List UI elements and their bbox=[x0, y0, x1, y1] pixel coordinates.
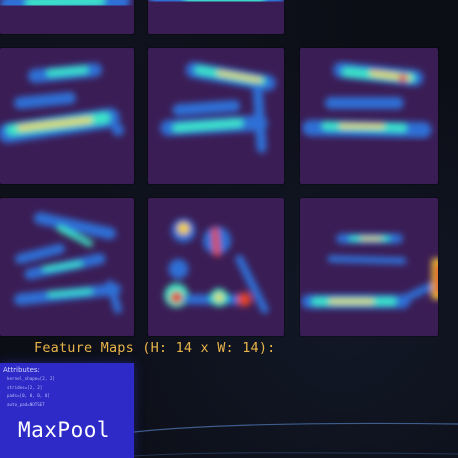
heatmap-svg bbox=[148, 198, 284, 336]
activation-blob bbox=[14, 92, 76, 109]
activation-blob bbox=[398, 74, 407, 82]
feature-map-r2c1[interactable] bbox=[148, 198, 284, 336]
activation-blob bbox=[170, 291, 183, 304]
activation-blob bbox=[177, 222, 190, 235]
activation-blob bbox=[112, 124, 124, 136]
activation-blob bbox=[42, 261, 83, 272]
activation-blob bbox=[235, 254, 269, 314]
maxpool-label: MaxPool bbox=[18, 418, 111, 442]
activation-blob bbox=[34, 212, 116, 240]
feature-map-r0c0[interactable] bbox=[0, 0, 134, 34]
heatmap-background bbox=[148, 198, 284, 336]
activation-blob bbox=[15, 243, 65, 264]
activation-blob bbox=[17, 117, 93, 131]
activation-blob bbox=[46, 66, 89, 77]
activation-blob bbox=[57, 225, 93, 247]
activation-blob bbox=[211, 227, 221, 257]
heatmap-svg bbox=[300, 48, 438, 184]
activation-blob bbox=[47, 288, 93, 297]
heatmap-background bbox=[300, 198, 438, 336]
activation-blob bbox=[168, 259, 189, 280]
heatmap-svg bbox=[300, 198, 438, 336]
activation-blob bbox=[434, 262, 438, 295]
maxpool-node[interactable]: Attributes: kernel_shape=[2, 2] strides=… bbox=[0, 363, 134, 458]
attributes-title: Attributes: bbox=[3, 366, 40, 374]
feature-maps-caption: Feature Maps (H: 14 x W: 14): bbox=[34, 340, 276, 356]
attributes-list: kernel_shape=[2, 2] strides=[2, 2] pads=… bbox=[7, 375, 55, 409]
attribute-item: strides=[2, 2] bbox=[7, 384, 43, 390]
feature-map-r1c2[interactable] bbox=[300, 48, 438, 184]
attribute-item: kernel_shape=[2, 2] bbox=[7, 376, 55, 381]
feature-map-r2c2[interactable] bbox=[300, 198, 438, 336]
heatmap-svg bbox=[0, 48, 134, 184]
attribute-item: auto_pad=NOTSET bbox=[7, 401, 45, 407]
activation-blob bbox=[237, 292, 252, 307]
activation-blob bbox=[172, 100, 241, 116]
feature-map-r2c0[interactable] bbox=[0, 198, 134, 336]
activation-blob bbox=[327, 255, 407, 265]
attribute-item: pads=[0, 0, 0, 0] bbox=[7, 393, 50, 399]
activation-blob bbox=[398, 283, 433, 304]
heatmap-svg bbox=[148, 48, 284, 184]
heatmap-svg bbox=[148, 0, 284, 34]
activation-blob bbox=[217, 71, 262, 82]
feature-map-r1c0[interactable] bbox=[0, 48, 134, 184]
activation-blob bbox=[215, 293, 224, 302]
heatmap-svg bbox=[0, 198, 134, 336]
feature-map-r1c1[interactable] bbox=[148, 48, 284, 184]
activation-blob bbox=[172, 119, 244, 132]
activation-blob bbox=[25, 0, 105, 8]
feature-map-r0c1[interactable] bbox=[148, 0, 284, 34]
heatmap-svg bbox=[0, 0, 134, 34]
activation-blob bbox=[106, 280, 122, 314]
